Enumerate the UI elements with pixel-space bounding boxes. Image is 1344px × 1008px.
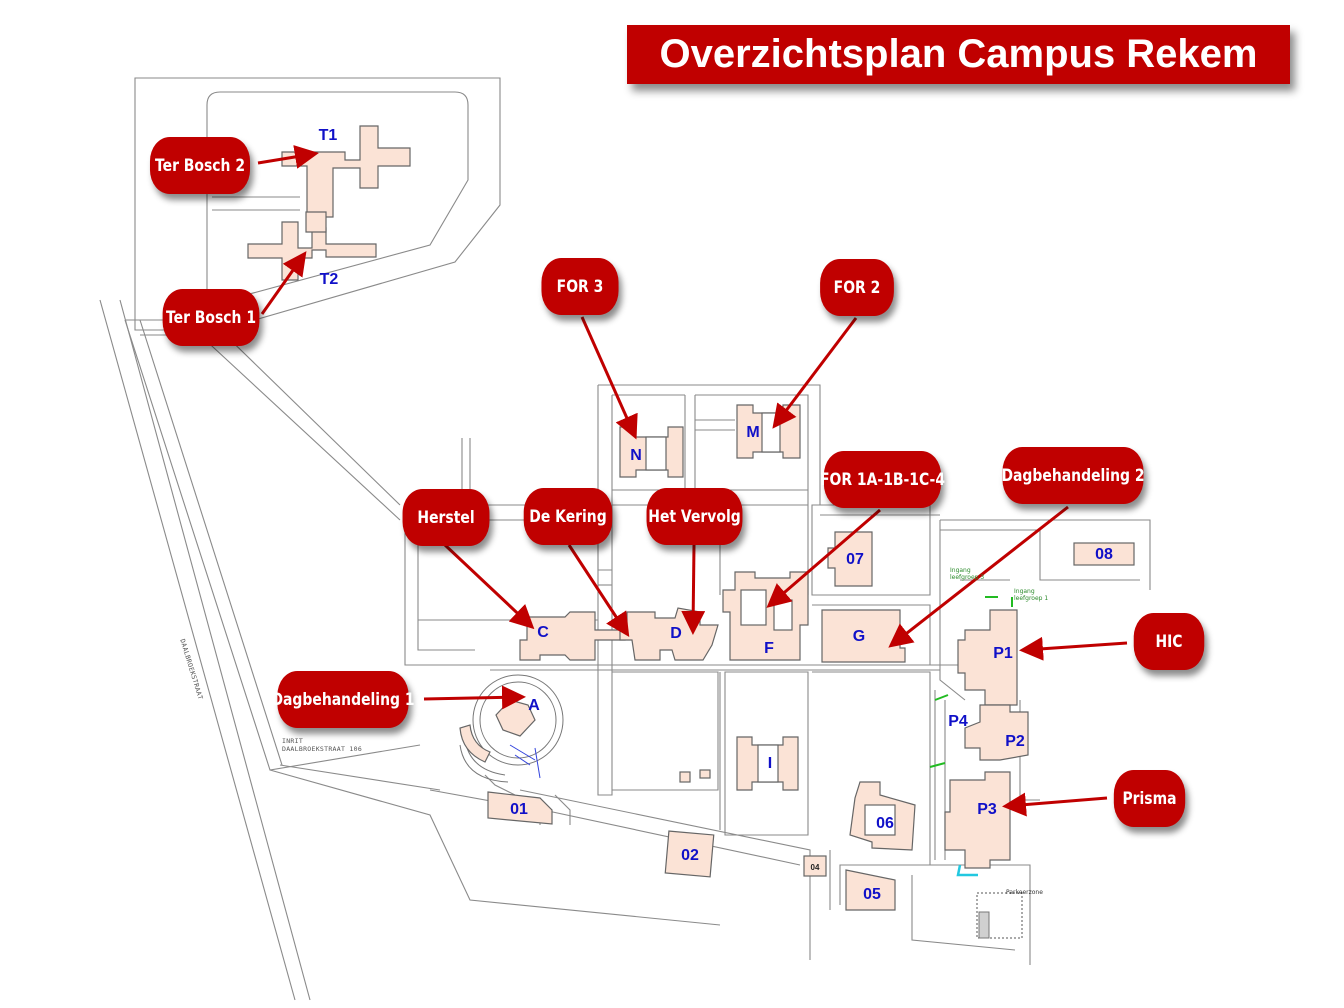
callout-de-kering[interactable]: De Kering <box>523 488 613 545</box>
road-network <box>99 77 1151 1001</box>
callout-arrows <box>257 145 1128 817</box>
building-05 <box>845 869 896 911</box>
label-f: F <box>764 640 774 657</box>
building-02 <box>664 830 715 878</box>
parking-hatch <box>978 911 990 939</box>
label-07: 07 <box>846 551 864 568</box>
building-04 <box>803 855 827 877</box>
label-m: M <box>746 424 759 441</box>
callout-hic[interactable]: HIC <box>1133 613 1205 670</box>
label-06: 06 <box>876 815 894 832</box>
label-t1: T1 <box>319 127 338 144</box>
label-p4: P4 <box>948 713 968 730</box>
building-p3 <box>944 771 1011 869</box>
label-c: C <box>537 624 549 641</box>
label-a: A <box>528 697 540 714</box>
building-labels: T1 T2 N M 07 08 C D F G A I P1 P4 P2 P3 … <box>319 127 1113 903</box>
building-p1 <box>957 609 1018 706</box>
callout-for-2[interactable]: FOR 2 <box>820 259 894 316</box>
callout-herstel[interactable]: Herstel <box>402 489 490 546</box>
label-i: I <box>768 755 772 772</box>
building-c <box>519 611 626 661</box>
label-n: N <box>630 447 642 464</box>
label-04: 04 <box>811 863 820 872</box>
callout-dagbehandeling-1[interactable]: Dagbehandeling 1 <box>271 671 415 728</box>
building-p2 <box>964 704 1029 761</box>
label-t2: T2 <box>320 271 339 288</box>
entrance-label-line2: DAALBROEKSTRAAT 106 <box>282 745 363 753</box>
label-p2: P2 <box>1005 733 1025 750</box>
building-01 <box>487 791 553 825</box>
entrance-label-line1: INRIT <box>282 737 304 745</box>
building-d <box>619 607 719 661</box>
blue-markings <box>509 744 541 779</box>
callout-for-1a-1b-1c-4[interactable]: FOR 1A-1B-1C-4 <box>820 451 945 508</box>
label-05: 05 <box>863 886 881 903</box>
label-02: 02 <box>681 847 699 864</box>
callout-het-vervolg[interactable]: Het Vervolg <box>646 488 743 545</box>
callout-dagbehandeling-2[interactable]: Dagbehandeling 2 <box>1001 447 1145 504</box>
cyan-marker <box>956 864 978 877</box>
callout-ter-bosch-1[interactable]: Ter Bosch 1 <box>162 289 260 346</box>
building-08 <box>1073 542 1135 566</box>
building-t1 <box>281 125 411 218</box>
building-a-rotunda <box>459 674 564 783</box>
parking-label: Parkeerzone <box>1006 889 1043 896</box>
building-g <box>821 609 906 663</box>
parking-zone <box>976 892 1023 939</box>
label-d: D <box>670 625 682 642</box>
label-01: 01 <box>510 801 528 818</box>
callout-ter-bosch-2[interactable]: Ter Bosch 2 <box>149 137 251 194</box>
callout-prisma[interactable]: Prisma <box>1113 770 1186 827</box>
callout-for-3[interactable]: FOR 3 <box>541 258 619 315</box>
label-p1: P1 <box>993 645 1013 662</box>
entrance-markers <box>929 596 1013 768</box>
label-08: 08 <box>1095 546 1113 563</box>
label-p3: P3 <box>977 801 997 818</box>
map-title: Overzichtsplan Campus Rekem <box>627 25 1290 84</box>
label-g: G <box>853 628 865 645</box>
